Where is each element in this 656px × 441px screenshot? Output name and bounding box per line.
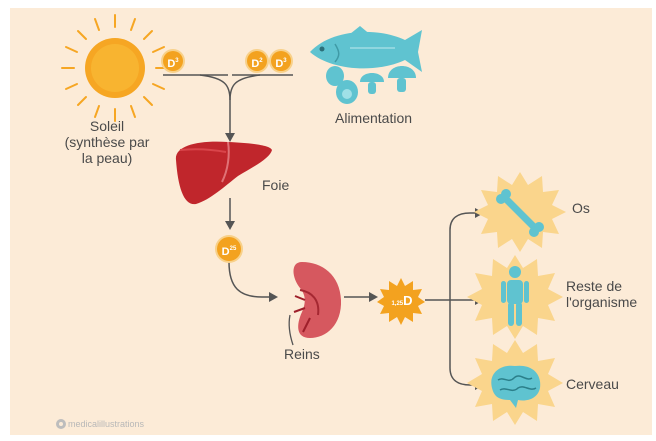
kidney-label: Reins bbox=[284, 346, 320, 362]
d25-badge: D25 bbox=[217, 237, 241, 261]
sun-label: Soleil (synthèse par la peau) bbox=[52, 118, 162, 166]
d25-badge-sup: 25 bbox=[230, 246, 237, 252]
d125-badge-pre: 1,25 bbox=[391, 301, 403, 307]
bone-label: Os bbox=[572, 200, 590, 216]
body-label-line-2: l'organisme bbox=[566, 294, 637, 310]
d125-badge-text: 1,25D bbox=[384, 292, 420, 313]
d2-badge-food: D2 bbox=[247, 51, 267, 71]
liver-label: Foie bbox=[262, 177, 289, 193]
d25-badge-base: D bbox=[222, 240, 230, 264]
d3-badge-food-sup: 3 bbox=[283, 58, 286, 64]
sun-label-line-2: (synthèse par bbox=[52, 134, 162, 150]
d3-badge-sun-sup: 3 bbox=[175, 58, 178, 64]
watermark-logo bbox=[56, 419, 66, 429]
d2-badge-food-sup: 2 bbox=[259, 58, 262, 64]
food-label: Alimentation bbox=[335, 110, 412, 126]
body-label: Reste de l'organisme bbox=[566, 278, 637, 310]
watermark-text: medicalillustrations bbox=[68, 419, 144, 429]
sun-label-line-3: la peau) bbox=[52, 150, 162, 166]
d125-badge-base: D bbox=[403, 293, 412, 308]
sun-label-line-1: Soleil bbox=[52, 118, 162, 134]
body-label-line-1: Reste de bbox=[566, 278, 637, 294]
brain-label: Cerveau bbox=[566, 376, 619, 392]
d3-badge-sun: D3 bbox=[163, 51, 183, 71]
d3-badge-food: D3 bbox=[271, 51, 291, 71]
